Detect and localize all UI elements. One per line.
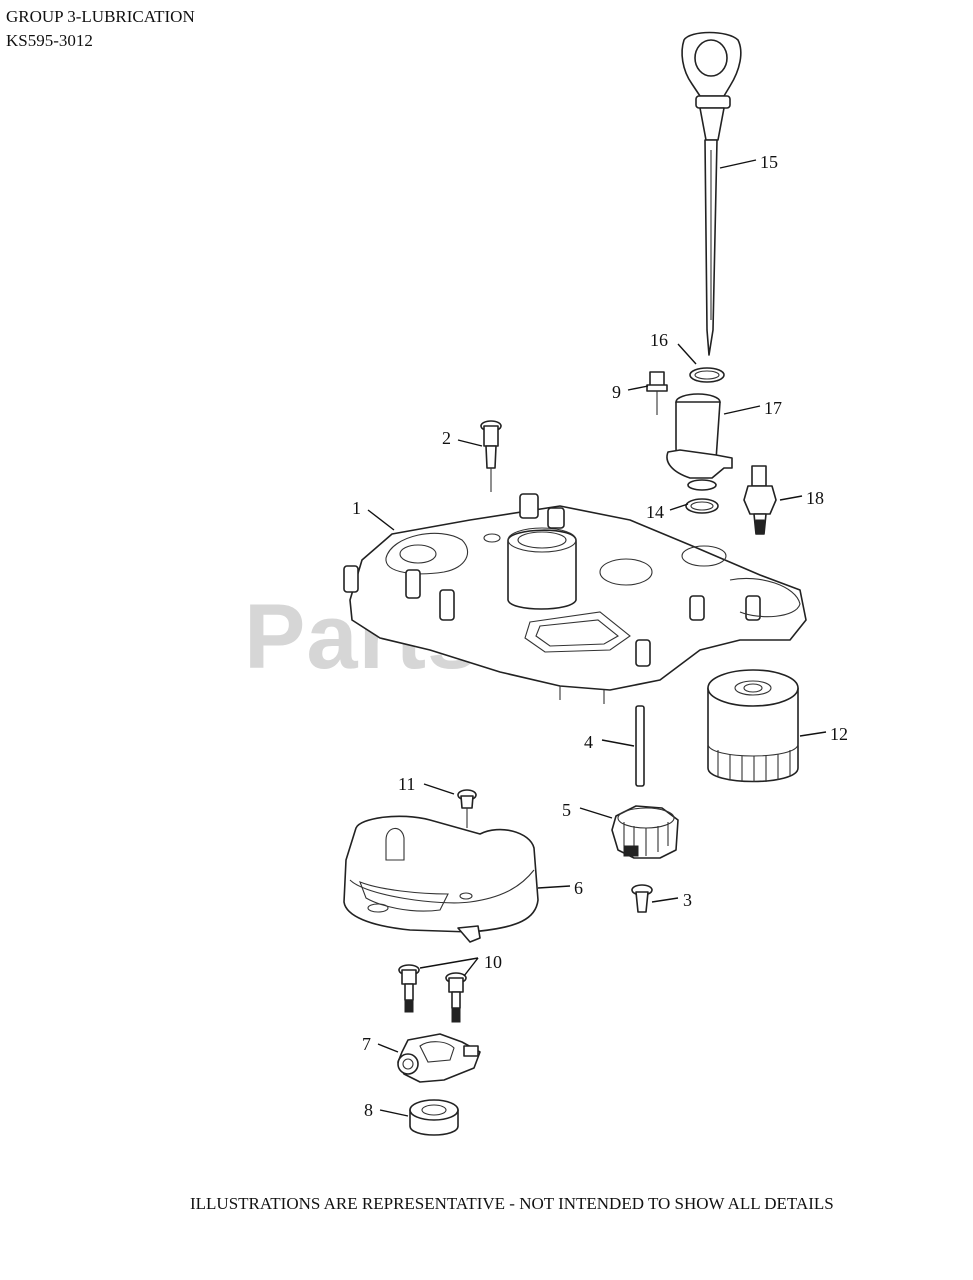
part-15-dipstick[interactable] — [681, 31, 742, 356]
callout-5: 5 — [562, 800, 571, 820]
part-17-dipstick-tube[interactable] — [666, 393, 733, 491]
model-number: KS595-3012 — [6, 31, 93, 50]
part-8-rotor[interactable] — [409, 1099, 459, 1136]
callout-7: 7 — [362, 1034, 371, 1054]
part-11-screw[interactable] — [457, 789, 477, 828]
callout-16: 16 — [650, 330, 668, 350]
part-16-o-ring[interactable] — [689, 367, 725, 383]
callout-11: 11 — [398, 774, 415, 794]
part-1-closure-plate[interactable] — [343, 493, 807, 704]
callout-9: 9 — [612, 382, 621, 402]
part-18-pressure-switch[interactable] — [743, 465, 777, 535]
callout-labels: 15 16 9 17 2 1 14 18 12 4 5 11 6 3 10 7 … — [352, 152, 848, 1120]
part-5-gear[interactable] — [611, 805, 679, 859]
part-12-oil-filter[interactable] — [707, 669, 799, 783]
part-9-screw[interactable] — [646, 371, 668, 415]
callout-14: 14 — [646, 502, 664, 522]
callout-6: 6 — [574, 878, 583, 898]
leader-lines — [367, 159, 827, 1117]
part-4-shaft[interactable] — [635, 705, 645, 787]
part-2-bolt[interactable] — [480, 420, 502, 492]
callout-12: 12 — [830, 724, 848, 744]
callout-17: 17 — [764, 398, 782, 418]
callout-2: 2 — [442, 428, 451, 448]
part-14-o-ring[interactable] — [685, 498, 719, 514]
callout-1: 1 — [352, 498, 361, 518]
part-7-pump-housing[interactable] — [397, 1033, 481, 1083]
part-3-pin[interactable] — [631, 884, 653, 913]
callout-18: 18 — [806, 488, 824, 508]
part-10-bolts[interactable] — [398, 964, 467, 1023]
callout-10: 10 — [484, 952, 502, 972]
callout-3: 3 — [683, 890, 692, 910]
callout-15: 15 — [760, 152, 778, 172]
callout-8: 8 — [364, 1100, 373, 1120]
callout-4: 4 — [584, 732, 593, 752]
diagram-title: GROUP 3-LUBRICATION — [6, 7, 195, 26]
footer-disclaimer: ILLUSTRATIONS ARE REPRESENTATIVE - NOT I… — [190, 1194, 834, 1213]
part-6-oil-pan[interactable] — [343, 815, 539, 943]
